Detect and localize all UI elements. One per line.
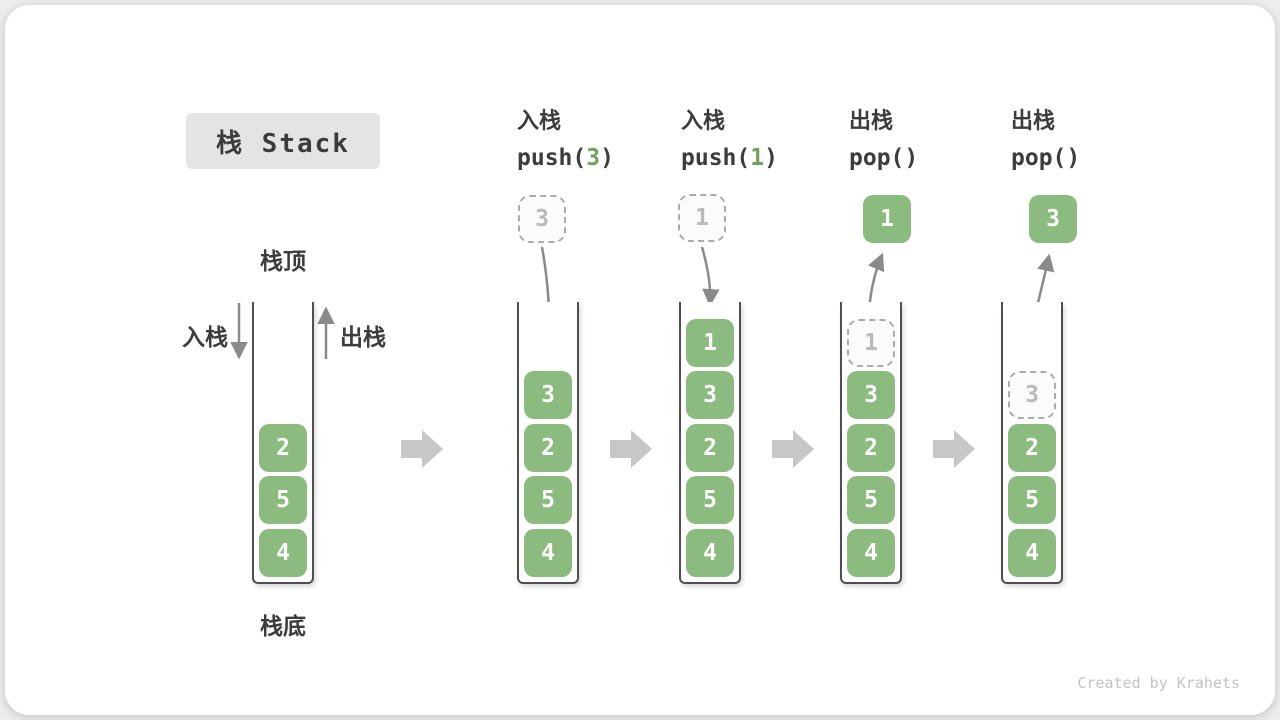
stack-cell-removed: 3	[1008, 371, 1056, 419]
stack-after-pop-1: 1 3 2 5 4	[840, 302, 902, 584]
operation-code: pop()	[849, 144, 918, 172]
stack-cell: 4	[1008, 529, 1056, 577]
stack-cell: 4	[847, 529, 895, 577]
diagram-card: 栈 Stack 入栈 push(3) 入栈 push(1) 出栈 pop() 出…	[5, 5, 1275, 715]
code-pre: push(	[517, 145, 587, 171]
push-label: 入栈	[182, 325, 228, 351]
flow-arrow	[401, 430, 443, 468]
popped-value-box: 1	[863, 195, 911, 243]
stack-cell: 3	[847, 371, 895, 419]
step-header-push-3: 入栈 push(3)	[517, 109, 614, 172]
popped-value-box: 3	[1029, 195, 1077, 243]
code-post: )	[600, 145, 614, 171]
stack-after-pop-2: 3 2 5 4	[1001, 302, 1063, 584]
code-pre: push(	[681, 145, 751, 171]
arrows-layer	[230, 246, 1055, 468]
stack-cell: 3	[686, 371, 734, 419]
stack-cell: 5	[524, 476, 572, 524]
stack-initial: 2 5 4	[252, 302, 314, 584]
operation-name: 出栈	[849, 109, 894, 134]
stack-cell: 5	[847, 476, 895, 524]
stack-cell: 2	[1008, 424, 1056, 472]
flow-arrow	[772, 430, 814, 468]
operation-code: push(1)	[681, 144, 778, 172]
flow-arrow	[933, 430, 975, 468]
code-post: )	[764, 145, 778, 171]
code-arg: 3	[586, 145, 601, 171]
stack-cell: 2	[524, 424, 572, 472]
flow-arrow	[610, 430, 652, 468]
code-post: )	[904, 145, 919, 171]
operation-name: 入栈	[681, 109, 726, 134]
stack-cell: 4	[686, 529, 734, 577]
stack-cell: 5	[1008, 476, 1056, 524]
operation-code: pop()	[1011, 144, 1080, 172]
step-header-pop-1: 出栈 pop()	[849, 109, 918, 172]
stack-after-push-3: 3 2 5 4	[517, 302, 579, 584]
stack-bottom-label: 栈底	[260, 614, 306, 640]
stack-cell: 2	[847, 424, 895, 472]
code-pre: pop(	[1011, 145, 1067, 171]
code-post: )	[1066, 145, 1081, 171]
operation-name: 入栈	[517, 109, 562, 134]
watermark: Created by Krahets	[1077, 674, 1240, 692]
stack-cell: 4	[259, 529, 307, 577]
stack-after-push-1: 1 3 2 5 4	[679, 302, 741, 584]
step-header-push-1: 入栈 push(1)	[681, 109, 778, 172]
stack-cell: 3	[524, 371, 572, 419]
stack-cell: 2	[686, 424, 734, 472]
stack-top-label: 栈顶	[260, 249, 306, 275]
stack-cell: 5	[686, 476, 734, 524]
stack-cell: 2	[259, 424, 307, 472]
stack-cell: 4	[524, 529, 572, 577]
code-arg: 1	[750, 145, 765, 171]
code-pre: pop(	[849, 145, 905, 171]
pushed-value-box: 1	[678, 194, 726, 242]
stack-cell-removed: 1	[847, 319, 895, 367]
stack-cell: 5	[259, 476, 307, 524]
pop-label: 出栈	[340, 325, 386, 351]
step-header-pop-2: 出栈 pop()	[1011, 109, 1080, 172]
stack-cell: 1	[686, 319, 734, 367]
title-badge: 栈 Stack	[186, 113, 380, 169]
push-arrow-1	[700, 246, 720, 307]
operation-name: 出栈	[1011, 109, 1056, 134]
pushed-value-box: 3	[518, 195, 566, 243]
operation-code: push(3)	[517, 144, 614, 172]
